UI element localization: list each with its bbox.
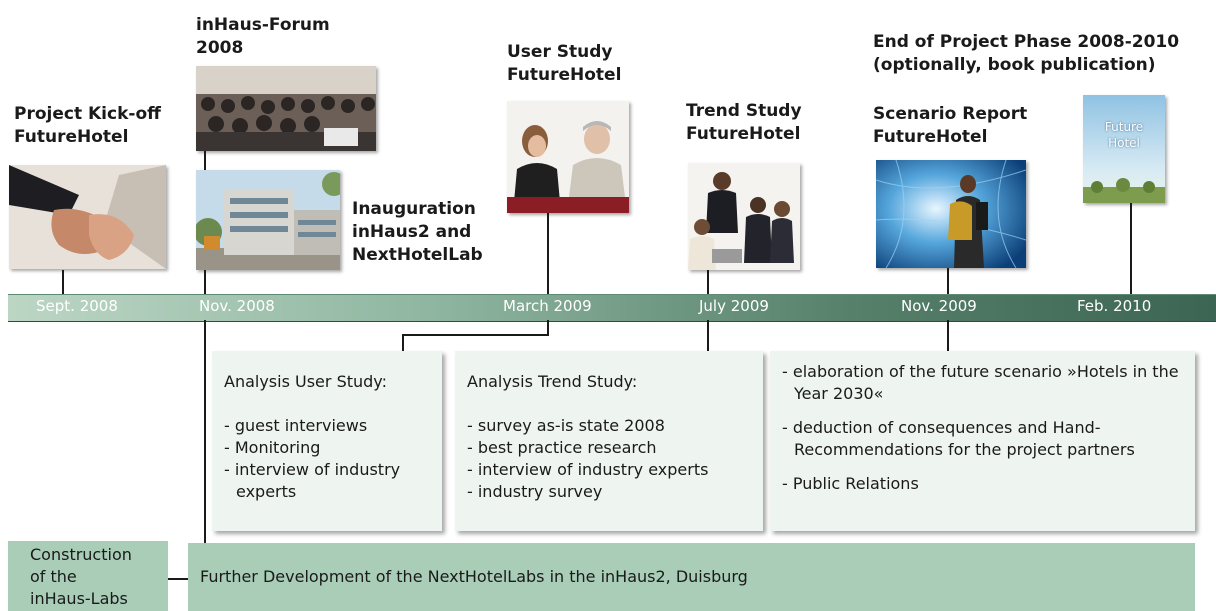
scenario-box-connector [947, 320, 949, 351]
construction-connector-vertical [204, 320, 206, 545]
analysis-trend-study-title: Analysis Trend Study: [467, 372, 638, 391]
timeline-tick-nov-2009: Nov. 2009 [901, 297, 977, 315]
milestone-scenario-label: Scenario Report FutureHotel [873, 104, 1028, 147]
inhaus2-building-photo [196, 170, 340, 270]
book-cover-title: Future Hotel [1104, 120, 1144, 150]
analysis-trend-study-box: Analysis Trend Study: survey as-is state… [455, 351, 763, 531]
user-study-item: Monitoring [224, 437, 432, 459]
milestone-trend-study-label: Trend Study FutureHotel [686, 101, 802, 144]
future-scenario-photo [876, 160, 1026, 268]
construction-box: Construction of the inHaus-Labs [8, 541, 168, 611]
user-box-connector-c [402, 334, 404, 351]
milestone-kickoff-label: Project Kick-off FutureHotel [14, 104, 161, 147]
timeline-tick-march-2009: March 2009 [503, 297, 592, 315]
scenario-box: elaboration of the future scenario »Hote… [770, 351, 1195, 531]
further-development-label: Further Development of the NextHotelLabs… [200, 567, 748, 586]
user-study-item: interview of industry experts [224, 459, 432, 503]
scenario-item: deduction of consequences and Hand-Recom… [782, 417, 1187, 461]
user-box-connector-a [547, 320, 549, 335]
handshake-photo [9, 165, 166, 269]
kickoff-connector [62, 270, 64, 294]
scenario-item: Public Relations [782, 473, 1187, 495]
book-cover-photo: Future Hotel [1083, 95, 1165, 203]
analysis-user-study-box: Analysis User Study: guest interviews Mo… [212, 351, 442, 531]
end-phase-connector [1130, 203, 1132, 294]
interview-photo [507, 101, 629, 213]
trend-box-connector [707, 320, 709, 351]
timeline-tick-nov-2008: Nov. 2008 [199, 297, 275, 315]
timeline-bar [8, 294, 1216, 322]
construction-label: Construction of the inHaus-Labs [30, 545, 132, 608]
milestone-end-phase-label: End of Project Phase 2008-2010 (optional… [873, 32, 1180, 75]
timeline-tick-feb-2010: Feb. 2010 [1077, 297, 1152, 315]
user-box-connector-b [402, 334, 549, 336]
trend-study-item: best practice research [467, 437, 753, 459]
scenario-item: elaboration of the future scenario »Hote… [782, 361, 1187, 405]
trend-study-item: interview of industry experts [467, 459, 753, 481]
milestone-forum-label: inHaus-Forum 2008 [196, 15, 330, 58]
trend-study-connector [707, 270, 709, 294]
user-study-item: guest interviews [224, 415, 432, 437]
construction-connector-horizontal [168, 578, 188, 580]
timeline-tick-sept-2008: Sept. 2008 [36, 297, 118, 315]
business-meeting-photo [688, 163, 800, 270]
trend-study-item: survey as-is state 2008 [467, 415, 753, 437]
forum-connector [204, 151, 206, 170]
milestone-inauguration-label: Inauguration inHaus2 and NextHotelLab [352, 199, 483, 265]
timeline-tick-july-2009: July 2009 [699, 297, 769, 315]
forum-audience-photo [196, 66, 376, 151]
trend-study-item: industry survey [467, 481, 753, 503]
scenario-connector [947, 268, 949, 294]
further-development-bar: Further Development of the NextHotelLabs… [188, 543, 1195, 611]
milestone-user-study-label: User Study FutureHotel [507, 42, 622, 85]
analysis-user-study-title: Analysis User Study: [224, 372, 387, 391]
user-study-connector [547, 213, 549, 294]
inauguration-connector [204, 270, 206, 294]
